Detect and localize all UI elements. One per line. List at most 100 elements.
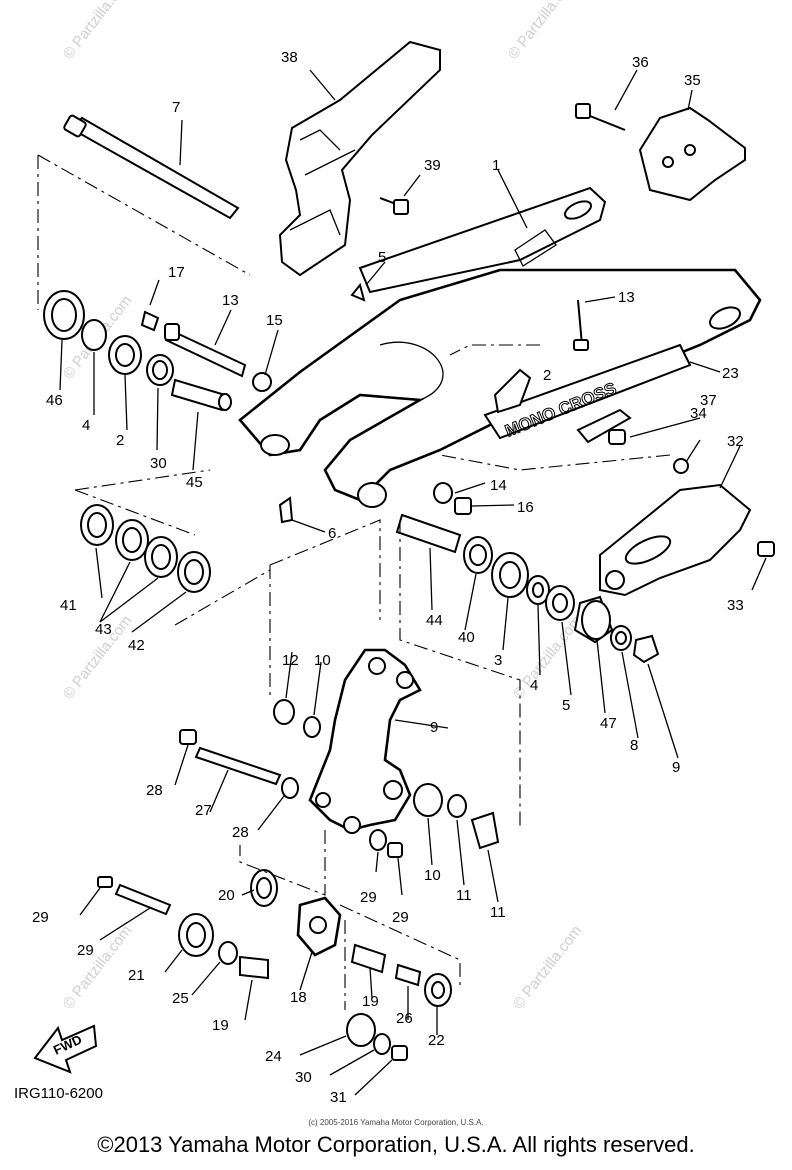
callout-22: 13 [222, 292, 239, 309]
callout-4: 30 [150, 455, 167, 472]
callout-19b: 11 [456, 887, 472, 904]
leader-lines [59, 69, 767, 1096]
callout-17: 9 [430, 719, 438, 736]
washer [433, 482, 453, 504]
grease-nipple [350, 282, 366, 302]
relay-bolt [194, 746, 282, 786]
chain-guide [575, 103, 746, 202]
adjuster-bolt [573, 299, 589, 351]
callout-31: 27 [195, 802, 212, 819]
callout-5: 41 [60, 597, 77, 614]
callout-19: 10 [314, 652, 331, 669]
callout-47: 39 [424, 157, 441, 174]
nut [608, 429, 626, 445]
callout-36: 29 [77, 942, 94, 959]
callout-44: 36 [632, 54, 649, 71]
right-pivot-stack [395, 513, 660, 664]
callout-11: 4 [82, 417, 90, 434]
callout-15: 8 [630, 737, 638, 754]
callout-23: 14 [490, 477, 507, 494]
callout-29d: 24 [265, 1048, 282, 1065]
callout-29: 20 [218, 887, 235, 904]
callout-14: 7 [172, 99, 180, 116]
washer [369, 829, 387, 851]
callout-12: 5 [562, 697, 570, 714]
callout-30b: 26 [396, 1010, 413, 1027]
callout-7: 44 [426, 612, 443, 629]
callout-33: 28 [232, 824, 249, 841]
callout-45: 37 [700, 392, 717, 409]
left-pivot-parts [43, 290, 272, 412]
callout-10b: 3 [494, 652, 502, 669]
callout-28: 19 [212, 1017, 229, 1034]
watermark: © Partzilla.com [505, 0, 581, 62]
chain-guard [278, 40, 441, 277]
main-copyright: ©2013 Yamaha Motor Corporation, U.S.A. A… [97, 1132, 695, 1157]
watermark: © Partzilla.com [510, 922, 586, 1012]
callout-18: 10 [424, 867, 441, 884]
parts-drawing: MONO CROSS 2 [33, 40, 775, 1096]
watermark: © Partzilla.com [510, 612, 586, 702]
callout-9: 46 [46, 392, 63, 409]
collar [470, 811, 500, 850]
nut [454, 497, 472, 515]
fwd-arrow: FWD [33, 1024, 98, 1074]
callout-13b: 6 [328, 525, 336, 542]
callout-42: 34 [690, 405, 707, 422]
chain-guard-bolt [379, 197, 409, 215]
callout-2: 13 [618, 289, 635, 306]
callout-20: 11 [490, 904, 506, 921]
seal [303, 716, 321, 738]
chain-slider [358, 186, 607, 294]
grease-nipple [278, 496, 294, 524]
callout-24: 15 [266, 312, 283, 329]
nut [387, 842, 403, 858]
callout-37: 29 [32, 909, 49, 926]
watermark: © Partzilla.com [60, 922, 136, 1012]
seal-set-left [80, 504, 211, 593]
callout-26: 17 [168, 264, 185, 281]
callout-38: 30 [295, 1069, 312, 1086]
relay-arm [308, 648, 422, 834]
callout-3: 23 [722, 365, 739, 382]
callout-43: 35 [684, 72, 701, 89]
callout-46: 38 [281, 49, 298, 66]
collar [273, 699, 295, 725]
callout-32: 28 [146, 782, 163, 799]
callout-5b: 42 [128, 637, 145, 654]
pivot-shaft [63, 114, 240, 220]
callout-13: 5 [378, 249, 386, 266]
callout-1: 1 [492, 157, 500, 174]
callout-16: 9 [672, 759, 680, 776]
plate-code: IRG110-6200 [14, 1085, 103, 1102]
callout-10: 2 [116, 432, 124, 449]
chain-guide-bracket [599, 483, 775, 597]
small-copyright: (c) 2005-2016 Yamaha Motor Corporation, … [308, 1118, 484, 1127]
callout-25: 16 [517, 499, 534, 516]
assembly-lines [37, 154, 671, 1010]
callout-9b: 47 [600, 715, 617, 732]
callout-34: 29 [360, 889, 377, 906]
washer [281, 777, 299, 799]
callout-11b: 4 [530, 677, 538, 694]
seal [447, 794, 467, 818]
callout-8: 45 [186, 474, 203, 491]
connecting-rod-parts [97, 869, 452, 1061]
bushing [413, 783, 443, 817]
callout-28b: 19 [362, 993, 379, 1010]
callout-29b: 21 [128, 967, 145, 984]
callout-21: 12 [282, 652, 299, 669]
tensioner-mark: 2 [543, 367, 551, 384]
callout-4b: 40 [458, 629, 475, 646]
grease-nipple [179, 729, 197, 745]
nut [673, 458, 689, 474]
callout-41: 33 [727, 597, 744, 614]
callout-40: 32 [727, 433, 744, 450]
callout-6: 43 [95, 621, 112, 638]
callout-27: 18 [290, 989, 307, 1006]
callout-35: 29 [392, 909, 409, 926]
callout-30: 25 [172, 990, 189, 1007]
watermark: © Partzilla.com [60, 0, 136, 62]
callout-39: 31 [330, 1089, 347, 1106]
